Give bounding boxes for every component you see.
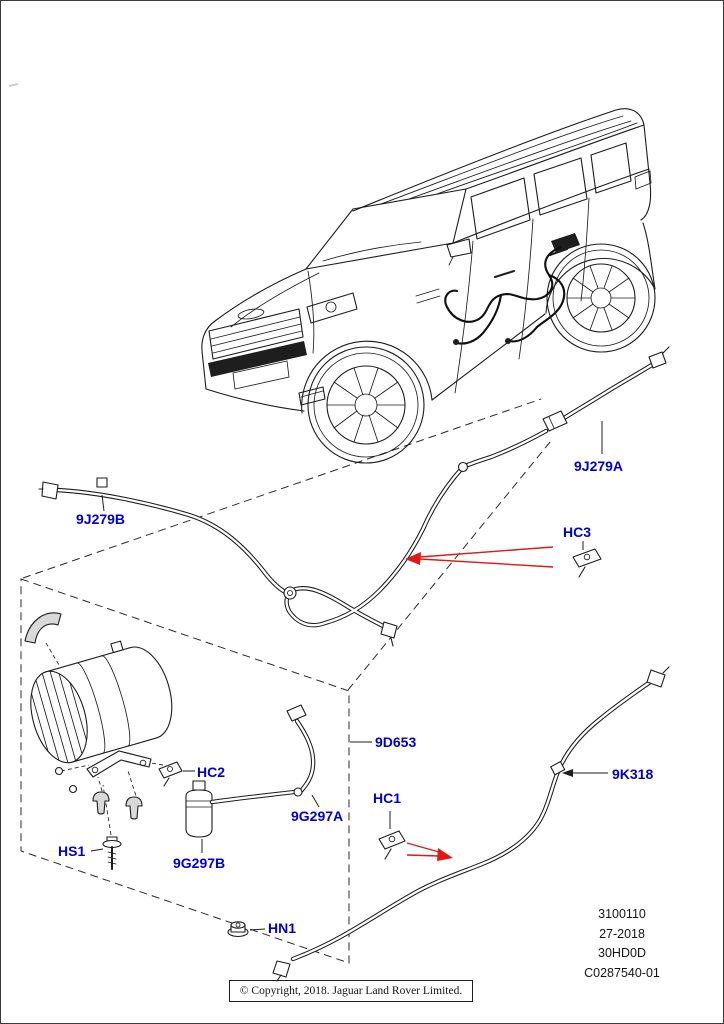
line-clip bbox=[550, 761, 566, 776]
ref-line-4: C0287540-01 bbox=[584, 965, 660, 980]
projection-lines bbox=[22, 398, 551, 691]
evap-canister bbox=[30, 640, 173, 764]
part-label-hc1[interactable]: HC1 bbox=[373, 790, 402, 806]
ref-line-3: 30HD0D bbox=[598, 946, 646, 960]
nut-hn1 bbox=[227, 921, 249, 938]
detail-box bbox=[20, 578, 350, 964]
line-clip bbox=[96, 477, 108, 488]
tube-joint bbox=[457, 461, 469, 473]
rear-wheel bbox=[546, 243, 656, 353]
tube-end-fitting bbox=[648, 351, 667, 369]
canister-assembly bbox=[24, 612, 316, 938]
part-label-9g297b[interactable]: 9G297B bbox=[173, 855, 226, 871]
brand-badge bbox=[237, 308, 265, 320]
wiring-harness bbox=[444, 233, 580, 345]
mounting-bracket bbox=[86, 750, 152, 778]
part-label-hc3[interactable]: HC3 bbox=[563, 524, 592, 540]
hose-9g297a bbox=[286, 704, 316, 797]
leader-lines bbox=[90, 421, 608, 931]
canister-face-ribs bbox=[31, 671, 87, 763]
part-label-9j279b[interactable]: 9J279B bbox=[76, 511, 126, 527]
fog-light bbox=[298, 386, 326, 406]
front-wheel bbox=[307, 346, 425, 464]
fuel-line-9k318 bbox=[272, 666, 670, 982]
pump-9g297b bbox=[185, 780, 297, 838]
hc3-pointer-arrows bbox=[405, 546, 554, 568]
screw-hs1 bbox=[102, 836, 122, 870]
side-window-front bbox=[470, 177, 531, 240]
small-fastener bbox=[54, 766, 64, 776]
fuel-line-main-9j279a bbox=[283, 346, 670, 647]
ref-line-2: 27-2018 bbox=[599, 926, 645, 941]
part-label-hc2[interactable]: HC2 bbox=[197, 764, 226, 780]
part-label-9k318[interactable]: 9K318 bbox=[612, 766, 654, 782]
tube-grommet bbox=[283, 586, 297, 600]
vehicle-illustration bbox=[201, 108, 656, 464]
side-mirror bbox=[446, 238, 472, 258]
bumper-intake bbox=[208, 341, 307, 377]
clip-hc3-icon bbox=[572, 548, 602, 578]
tube-end-fitting bbox=[646, 669, 666, 688]
tube-end-elbow bbox=[380, 621, 398, 639]
fuel-line-9j279b bbox=[38, 477, 290, 596]
windshield bbox=[305, 188, 467, 270]
canister-bracket-strap bbox=[24, 612, 62, 644]
inline-connector bbox=[542, 410, 568, 432]
clip-hc2-icon bbox=[158, 761, 183, 787]
hc1-pointer-arrows bbox=[406, 842, 453, 861]
side-window-quarter bbox=[590, 142, 632, 194]
part-label-hs1[interactable]: HS1 bbox=[58, 843, 86, 859]
small-fastener bbox=[68, 784, 78, 794]
tube-end-elbow bbox=[272, 960, 291, 978]
ref-line-1: 3100110 bbox=[598, 907, 646, 921]
part-label-9g297a[interactable]: 9G297A bbox=[291, 808, 344, 824]
front-grille bbox=[208, 308, 304, 360]
line-end-connector bbox=[41, 481, 59, 500]
side-window-rear bbox=[533, 157, 588, 216]
headlight bbox=[306, 292, 358, 324]
reference-number-block: 3100110 27-2018 30HD0D C0287540-01 bbox=[555, 905, 689, 983]
rubber-grommets bbox=[92, 791, 143, 820]
part-label-9j279a[interactable]: 9J279A bbox=[574, 458, 624, 474]
part-label-hn1[interactable]: HN1 bbox=[268, 920, 297, 936]
clip-hc1-icon bbox=[378, 830, 406, 860]
copyright-notice: © Copyright, 2018. Jaguar Land Rover Lim… bbox=[229, 980, 473, 1002]
part-label-9d653[interactable]: 9D653 bbox=[375, 734, 417, 750]
